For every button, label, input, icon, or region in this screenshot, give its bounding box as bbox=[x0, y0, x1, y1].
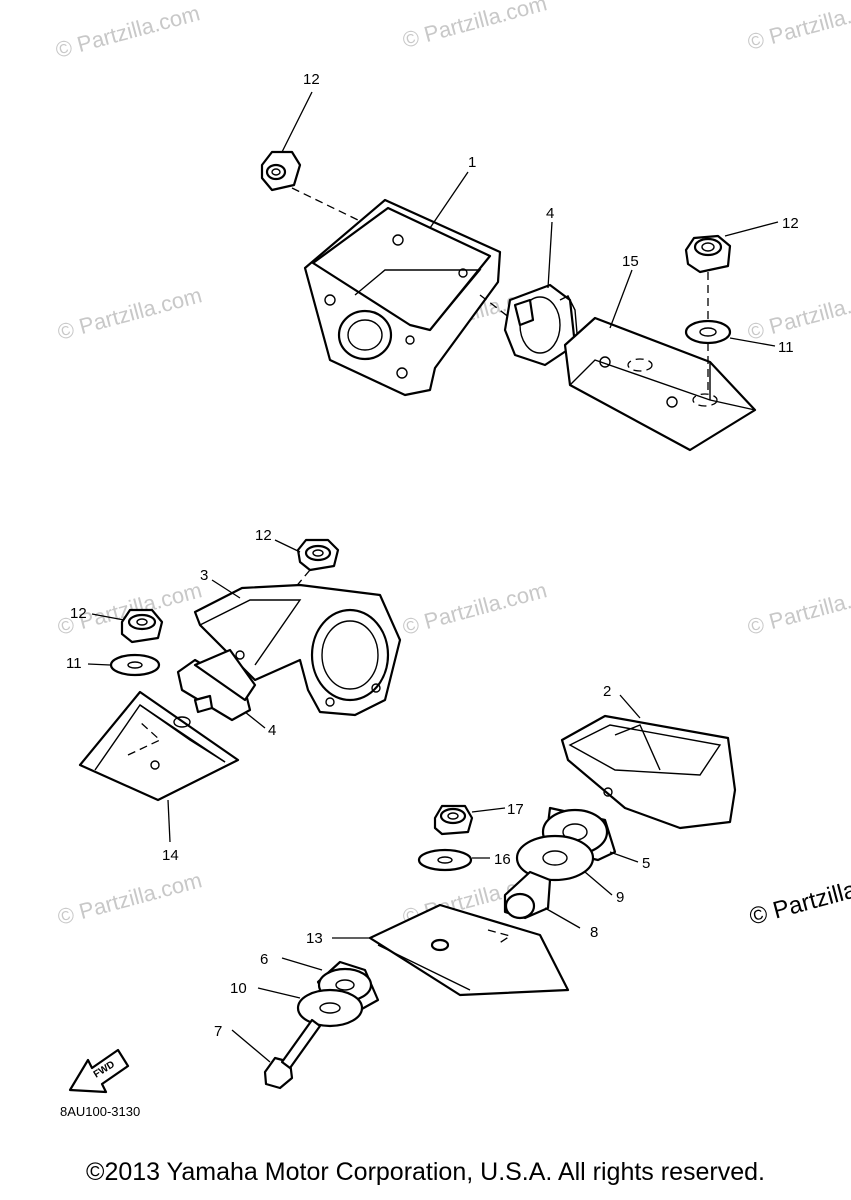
callout-15: 15 bbox=[622, 253, 639, 270]
leader-line bbox=[619, 694, 641, 719]
callout-12: 12 bbox=[782, 215, 799, 232]
callout-10: 10 bbox=[230, 980, 247, 997]
watermark: © Partzilla.com bbox=[745, 0, 851, 55]
watermark: © Partzilla.com bbox=[53, 0, 203, 63]
leader-line bbox=[167, 799, 171, 843]
leader-line bbox=[609, 269, 633, 329]
callout-11: 11 bbox=[778, 339, 794, 356]
callout-14: 14 bbox=[162, 847, 179, 864]
leader-line bbox=[584, 871, 613, 896]
leader-line bbox=[724, 221, 779, 237]
mount-plate-14[interactable] bbox=[78, 690, 240, 802]
dashed-guide bbox=[479, 294, 511, 319]
callout-12: 12 bbox=[255, 527, 272, 544]
leader-line bbox=[274, 539, 301, 553]
callout-1: 1 bbox=[468, 154, 476, 171]
fwd-arrow-icon: FWD bbox=[68, 1048, 130, 1094]
nut-17[interactable] bbox=[433, 804, 474, 836]
callout-17: 17 bbox=[507, 801, 524, 818]
leader-line bbox=[547, 221, 553, 289]
leader-line bbox=[211, 579, 241, 599]
watermark-large: © Partzilla.com bbox=[747, 863, 851, 931]
washer-16[interactable] bbox=[417, 848, 473, 872]
washer-11-mid[interactable] bbox=[109, 653, 161, 677]
washer-10[interactable] bbox=[296, 988, 364, 1028]
callout-2: 2 bbox=[603, 683, 611, 700]
nut-12-top-left[interactable] bbox=[260, 150, 302, 192]
nut-12-top-right[interactable] bbox=[684, 234, 732, 274]
copyright-notice: ©2013 Yamaha Motor Corporation, U.S.A. A… bbox=[86, 1158, 765, 1186]
watermark: © Partzilla.com bbox=[55, 282, 205, 345]
mount-plate-15[interactable] bbox=[563, 316, 757, 452]
callout-13: 13 bbox=[306, 930, 323, 947]
callout-12: 12 bbox=[70, 605, 87, 622]
callout-7: 7 bbox=[214, 1023, 222, 1040]
engine-bracket-3[interactable] bbox=[193, 583, 402, 717]
callout-5: 5 bbox=[642, 855, 650, 872]
rubber-mount-4-top[interactable] bbox=[503, 283, 579, 367]
watermark: © Partzilla.com bbox=[745, 282, 851, 345]
diagram-code: 8AU100-3130 bbox=[60, 1104, 140, 1119]
engine-bracket-2[interactable] bbox=[560, 714, 737, 830]
leader-line bbox=[244, 711, 266, 729]
watermark: © Partzilla.com bbox=[400, 0, 550, 53]
watermark: © Partzilla.com bbox=[400, 577, 550, 640]
collar-8[interactable] bbox=[503, 870, 552, 920]
leader-line bbox=[257, 987, 301, 999]
callout-labels: 12 1 4 15 12 11 12 3 12 11 4 14 2 17 5 1… bbox=[66, 71, 799, 1040]
watermark: © Partzilla.com bbox=[55, 867, 205, 930]
callout-4: 4 bbox=[268, 722, 276, 739]
leader-line bbox=[231, 1029, 271, 1063]
callout-3: 3 bbox=[200, 567, 208, 584]
callout-9: 9 bbox=[616, 889, 624, 906]
callout-6: 6 bbox=[260, 951, 268, 968]
leader-line bbox=[281, 957, 323, 971]
engine-bracket-1[interactable] bbox=[303, 198, 502, 397]
rubber-mount-4-mid[interactable] bbox=[176, 648, 257, 722]
callout-8: 8 bbox=[590, 924, 598, 941]
callout-16: 16 bbox=[494, 851, 511, 868]
leader-line bbox=[429, 171, 469, 229]
leader-line bbox=[91, 613, 125, 621]
washer-11-top[interactable] bbox=[684, 319, 732, 345]
callout-4: 4 bbox=[546, 205, 554, 222]
leader-line bbox=[87, 663, 111, 666]
washer-9[interactable] bbox=[515, 834, 595, 882]
nut-12-mid-left[interactable] bbox=[120, 608, 164, 644]
leader-line bbox=[281, 91, 313, 153]
leader-line bbox=[609, 851, 639, 863]
mount-plate-13[interactable] bbox=[368, 903, 570, 997]
leader-line bbox=[729, 337, 776, 347]
callout-12: 12 bbox=[303, 71, 320, 88]
nut-12-mid-upper[interactable] bbox=[296, 538, 340, 572]
leader-line bbox=[471, 807, 506, 813]
bolt-7[interactable] bbox=[263, 1018, 322, 1090]
callout-11: 11 bbox=[66, 655, 82, 672]
watermark: © Partzilla.com bbox=[745, 577, 851, 640]
leader-line bbox=[544, 907, 581, 929]
